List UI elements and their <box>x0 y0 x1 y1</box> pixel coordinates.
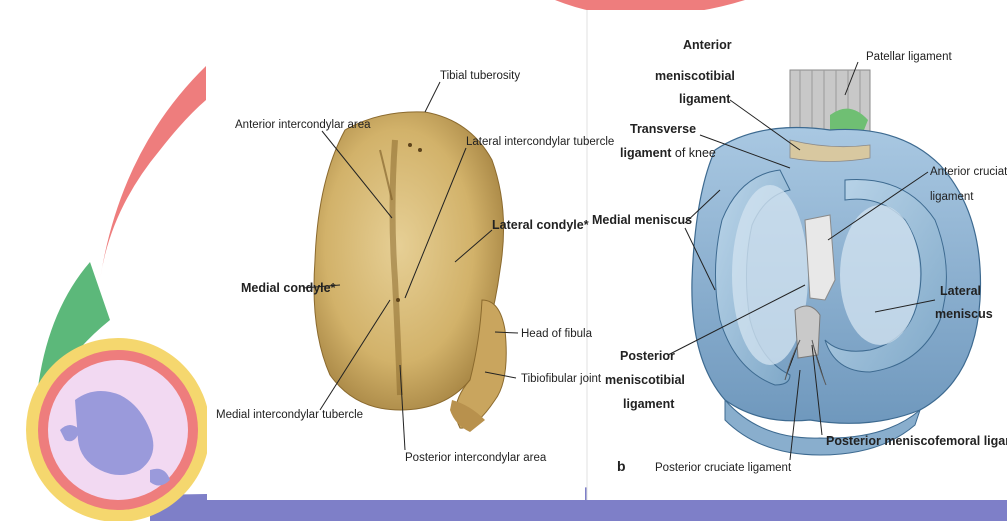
label-anterior-meniscotibial-line1: Anterior <box>683 38 732 52</box>
label-transverse-ligament: ligament <box>620 146 672 160</box>
label-medial-intercondylar-tubercle: Medial intercondylar tubercle <box>216 409 363 421</box>
label-posterior-meniscotibial-line2: meniscotibial <box>605 373 685 387</box>
left-red-swoosh <box>100 66 206 280</box>
label-head-of-fibula: Head of fibula <box>521 328 593 340</box>
label-lateral-condyle: Lateral condyle* <box>492 218 589 232</box>
label-anterior-meniscotibial-line3: ligament <box>679 92 731 106</box>
posterior-cruciate-shape <box>795 306 820 358</box>
lateral-articular-surface <box>840 205 920 345</box>
label-lateral-meniscus-line2: meniscus <box>935 307 993 321</box>
label-posterior-intercondylar-area: Posterior intercondylar area <box>405 452 547 464</box>
label-anterior-meniscotibial-line2: meniscotibial <box>655 69 735 83</box>
label-lateral-intercondylar-tubercle: Lateral intercondylar tubercle <box>466 136 614 148</box>
label-transverse-of-knee: of knee <box>671 146 716 160</box>
label-lateral-meniscus-line1: Lateral <box>940 284 981 298</box>
label-posterior-cruciate-ligament: Posterior cruciate ligament <box>655 462 792 474</box>
label-anterior-cruciate-line2: ligament <box>930 191 974 203</box>
tibial-plateau-photo <box>314 112 506 432</box>
label-medial-meniscus: Medial meniscus <box>592 213 692 227</box>
anterior-cruciate-shape <box>805 215 835 300</box>
label-transverse-line1: Transverse <box>630 122 696 136</box>
label-patellar-ligament: Patellar ligament <box>866 51 952 63</box>
label-tibiofibular-joint: Tibiofibular joint <box>521 373 602 385</box>
panel-letter-b: b <box>617 458 626 474</box>
label-transverse-line2: ligament of knee <box>620 146 716 160</box>
label-posterior-meniscotibial-line3: ligament <box>623 397 675 411</box>
label-posterior-meniscotibial-line1: Posterior <box>620 349 675 363</box>
label-medial-condyle: Medial condyle* <box>241 281 336 295</box>
label-posterior-meniscofemoral-ligaments: Posterior meniscofemoral ligaments <box>826 434 1007 448</box>
label-tibial-tuberosity: Tibial tuberosity <box>440 70 520 82</box>
logo-emblem <box>26 338 210 521</box>
label-anterior-cruciate-line1: Anterior cruciate <box>930 166 1007 178</box>
label-anterior-intercondylar-area: Anterior intercondylar area <box>235 119 371 131</box>
